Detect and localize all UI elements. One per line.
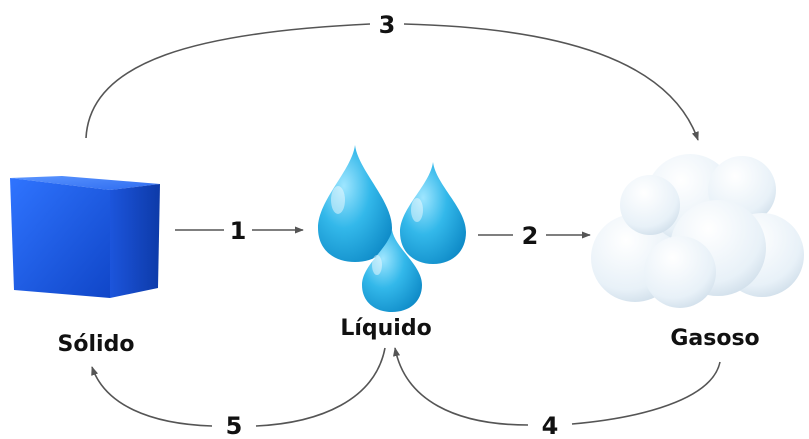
ice-cube-icon — [10, 176, 160, 298]
state-label-gas: Gasoso — [670, 326, 759, 351]
state-label-solid: Sólido — [58, 332, 135, 357]
transition-4-arrow — [393, 347, 721, 426]
cloud-icon — [591, 154, 804, 308]
water-droplets-icon — [318, 145, 466, 312]
transition-4-label: 4 — [542, 412, 559, 439]
transition-3-arrow — [85, 23, 699, 141]
transition-3-label: 3 — [379, 11, 396, 39]
transition-1-label: 1 — [230, 217, 247, 245]
transition-2-label: 2 — [522, 222, 539, 250]
transition-5-label: 5 — [226, 412, 243, 439]
transition-5-arrow — [91, 347, 386, 427]
state-label-liquid: Líquido — [340, 316, 431, 341]
